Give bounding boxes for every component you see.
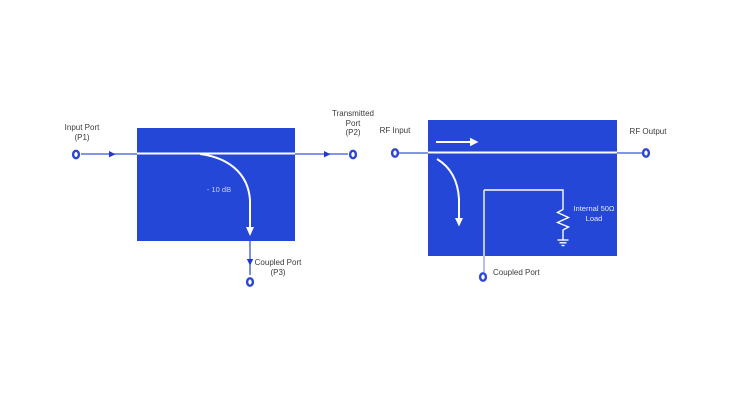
- coupled-arrow-icon: [246, 259, 254, 266]
- input-port-circle: [71, 149, 81, 160]
- transmitted-port-label-line3: (P2): [345, 128, 361, 137]
- coupler-body: [428, 120, 617, 256]
- forward-arrow-icon: [470, 137, 479, 147]
- coupled-port-label-left: Coupled Port (P3): [250, 258, 306, 277]
- coupled-port-label-line2: (P3): [270, 267, 286, 277]
- resistor-icon: [555, 207, 571, 234]
- transmitted-port-label: Transmitted Port (P2): [323, 109, 383, 138]
- right-coupler-diagram: [390, 120, 651, 282]
- input-port-label: Input Port (P1): [50, 123, 114, 142]
- load-branch-line: [484, 189, 564, 207]
- rf-output-port-circle: [641, 148, 651, 158]
- left-coupler-diagram: [71, 128, 358, 287]
- transmitted-port-label-line2: Port: [345, 118, 361, 128]
- coupled-port-label-line1: Coupled Port: [254, 258, 302, 267]
- coupled-port-label-right: Coupled Port: [493, 268, 540, 277]
- internal-load-label-line2: Load: [585, 213, 603, 223]
- coupled-port-circle: [245, 277, 255, 287]
- input-arrow-icon: [109, 151, 116, 158]
- coupled-curve-arrow-icon: [455, 218, 463, 227]
- transmitted-port-label-line1: Transmitted: [332, 109, 374, 118]
- coupling-arrow-icon: [246, 227, 254, 236]
- rf-output-label: RF Output: [629, 127, 667, 136]
- coupling-value-label: - 10 dB: [206, 185, 232, 194]
- ground-icon: [557, 234, 569, 247]
- rf-input-label: RF Input: [379, 126, 411, 135]
- internal-load-label-line1: Internal 50Ω: [573, 204, 615, 213]
- coupled-curve: [436, 158, 460, 219]
- coupling-curve: [199, 153, 251, 228]
- internal-load-label: Internal 50Ω Load: [570, 204, 618, 223]
- transmitted-arrow-icon: [324, 151, 331, 158]
- input-port-label-line1: Input Port: [64, 123, 100, 132]
- transmitted-port-circle: [348, 149, 358, 160]
- rf-input-port-circle: [390, 148, 400, 158]
- coupler-body: [137, 128, 295, 241]
- coupled-port-circle: [478, 272, 488, 282]
- input-port-label-line2: (P1): [74, 132, 90, 142]
